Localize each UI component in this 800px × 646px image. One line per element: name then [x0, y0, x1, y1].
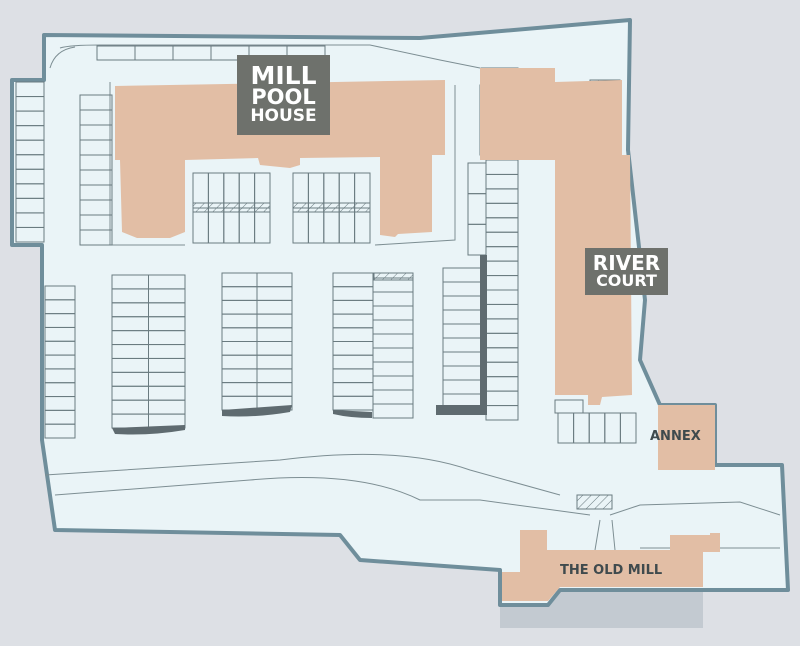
- parking-bay: [79, 229, 113, 246]
- hatched-area: [192, 202, 271, 213]
- hatched-area: [576, 494, 613, 510]
- parking-bay: [15, 226, 45, 243]
- label-line: POOL: [251, 84, 316, 109]
- building-river-court: [480, 68, 632, 405]
- parking-bay: [372, 403, 414, 419]
- building-annex: [658, 405, 715, 470]
- label-line: RIVER: [592, 251, 661, 275]
- hatched-area: [373, 272, 414, 281]
- east-path: [609, 501, 781, 516]
- north-path: [59, 44, 481, 69]
- building-old-mill: [502, 530, 720, 601]
- label-old-mill: THE OLD MILL: [560, 563, 663, 578]
- river-path-lower: [54, 477, 591, 516]
- kerb-shadows: [112, 255, 487, 435]
- label-mill-pool-house: MILL POOL HOUSE: [237, 55, 330, 135]
- north-curve: [49, 46, 76, 69]
- label-river-court: RIVER COURT: [585, 248, 668, 295]
- paths: [44, 44, 781, 551]
- river-path-upper: [44, 453, 561, 496]
- label-annex: ANNEX: [650, 429, 701, 444]
- bridge-path: [594, 519, 616, 551]
- parking-bay: [44, 423, 76, 439]
- label-line: COURT: [596, 271, 657, 290]
- hatched-area: [292, 202, 371, 213]
- building-mill-pool-house: [115, 80, 445, 238]
- parking-bay: [619, 412, 637, 444]
- label-line: MILL: [250, 61, 317, 90]
- label-line: HOUSE: [250, 105, 317, 126]
